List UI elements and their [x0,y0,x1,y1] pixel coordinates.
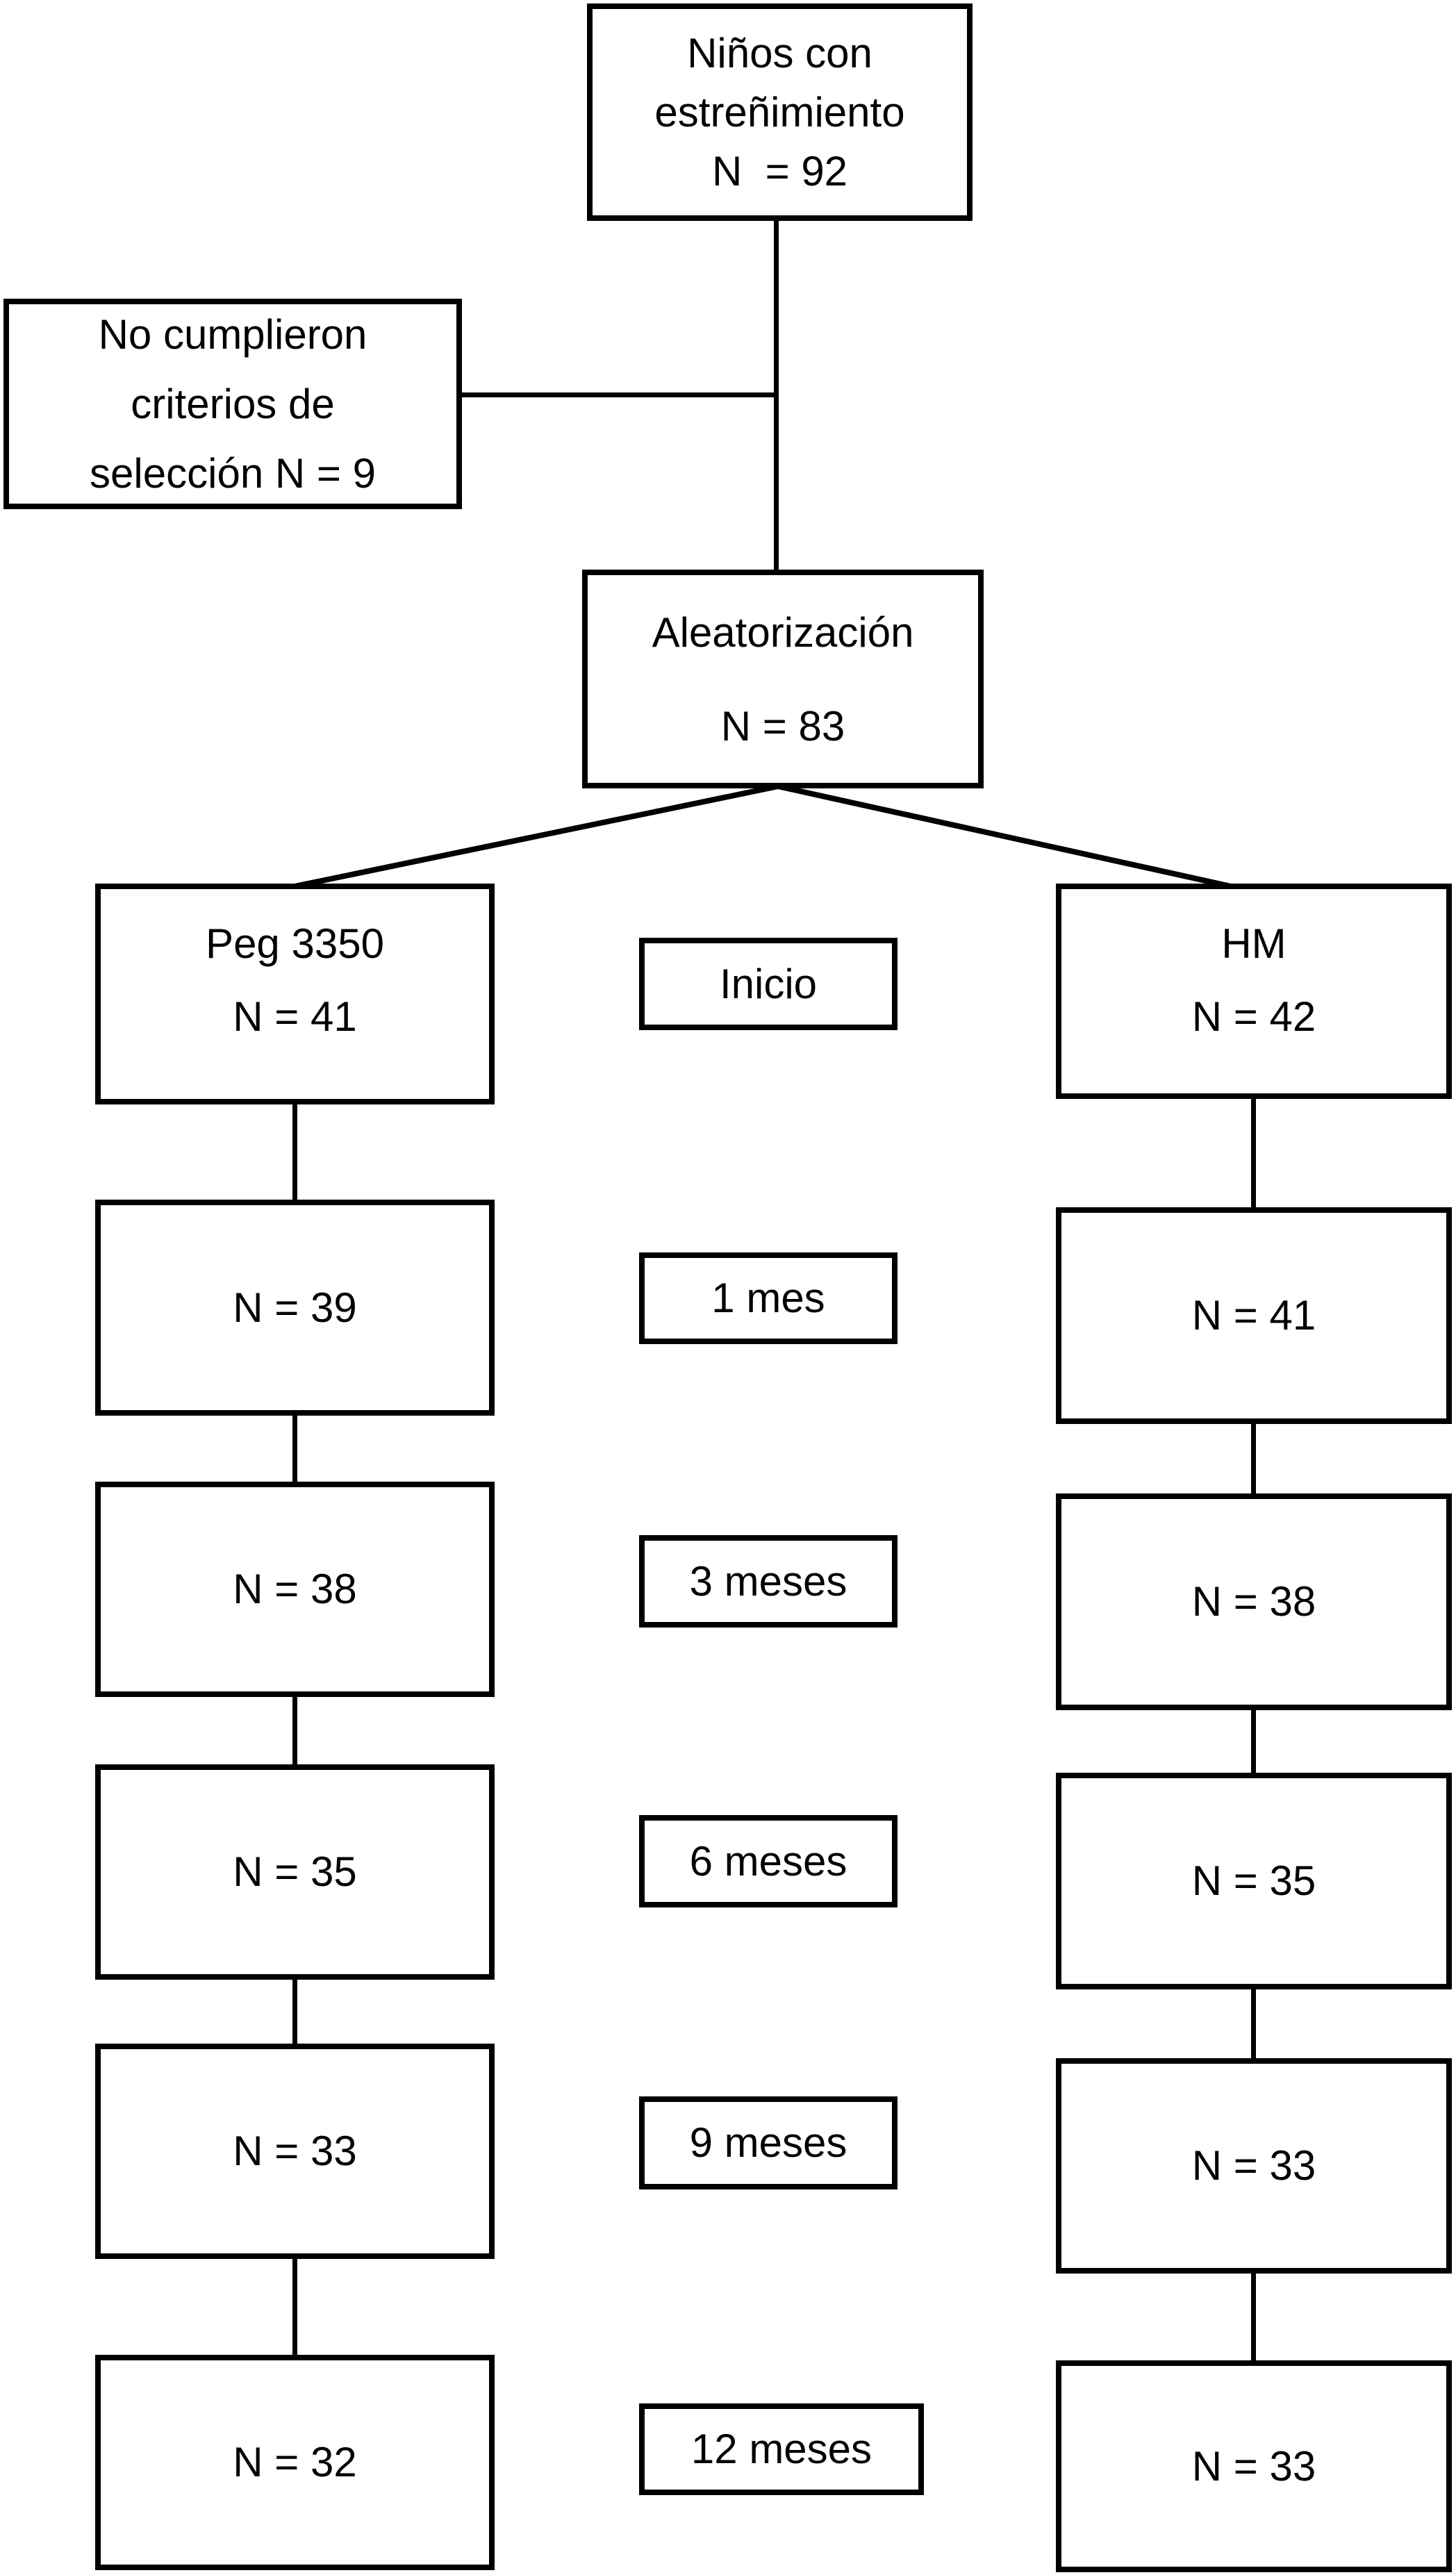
peg-count-6meses: N = 35 [233,1848,357,1895]
box-timepoint-9meses: 9 meses [639,2096,897,2189]
connector-hm-1mes-3meses [1251,1421,1256,1496]
connector-peg-6meses-9meses [292,1977,297,2046]
diagonal-to-hm-arm [777,784,1232,889]
connector-excluded-branch [459,392,777,397]
connector-hm-6meses-9meses [1251,1987,1256,2061]
box-hm-count-12meses: N = 33 [1056,2360,1452,2572]
box-screening: Niños con estreñimiento N = 92 [587,3,973,221]
connector-hm-inicio-1mes [1251,1096,1256,1210]
peg-count-9meses: N = 33 [233,2128,357,2174]
box-hm-count-6meses: N = 35 [1056,1773,1452,1989]
box-excluded: No cumplieron criterios de selección N =… [3,299,462,509]
excluded-line-1: No cumplieron [98,311,367,358]
box-timepoint-12meses: 12 meses [639,2403,924,2495]
excluded-line-2: criterios de [131,380,335,427]
peg-arm-name: Peg 3350 [206,920,384,967]
peg-count-12meses: N = 32 [233,2439,357,2485]
box-peg-count-6meses: N = 35 [95,1764,495,1980]
hm-arm-name: HM [1221,920,1287,967]
box-timepoint-inicio: Inicio [639,938,897,1030]
hm-count-3meses: N = 38 [1191,1578,1316,1625]
box-randomization: Aleatorización N = 83 [582,570,984,788]
hm-count-1mes: N = 41 [1191,1292,1316,1339]
screening-line-1: Niños con [687,30,872,76]
connector-peg-1mes-3meses [292,1414,297,1484]
peg-count-3meses: N = 38 [233,1566,357,1612]
randomization-count: N = 83 [720,702,845,750]
hm-count-9meses: N = 33 [1191,2142,1316,2189]
timepoint-12meses-label: 12 meses [690,2426,872,2472]
hm-arm-count: N = 42 [1191,993,1316,1040]
box-peg-count-1mes: N = 39 [95,1200,495,1416]
box-timepoint-3meses: 3 meses [639,1535,897,1628]
box-hm-count-1mes: N = 41 [1056,1207,1452,1424]
screening-line-2: estreñimiento [654,89,905,135]
box-hm-count-9meses: N = 33 [1056,2058,1452,2274]
timepoint-6meses-label: 6 meses [689,1837,847,1885]
timepoint-inicio-label: Inicio [719,960,818,1007]
connector-hm-9meses-12meses [1251,2271,1256,2363]
connector-peg-inicio-1mes [292,1102,297,1202]
timepoint-3meses-label: 3 meses [689,1557,847,1605]
peg-count-1mes: N = 39 [233,1284,357,1331]
connector-peg-9meses-12meses [292,2256,297,2358]
box-hm-count-3meses: N = 38 [1056,1493,1452,1710]
peg-arm-count: N = 41 [233,993,357,1040]
screening-count: N = 92 [711,148,848,194]
timepoint-1mes-label: 1 mes [711,1275,825,1321]
box-timepoint-6meses: 6 meses [639,1815,897,1907]
box-arm-hm: HM N = 42 [1056,884,1452,1099]
connector-hm-3meses-6meses [1251,1709,1256,1775]
box-peg-count-12meses: N = 32 [95,2355,495,2570]
timepoint-9meses-label: 9 meses [689,2119,847,2166]
excluded-count: selección N = 9 [90,449,376,497]
hm-count-12meses: N = 33 [1191,2442,1316,2490]
box-timepoint-1mes: 1 mes [639,1252,897,1344]
randomization-label: Aleatorización [652,608,914,656]
box-arm-peg3350: Peg 3350 N = 41 [95,884,495,1104]
hm-count-6meses: N = 35 [1191,1857,1316,1904]
box-peg-count-3meses: N = 38 [95,1482,495,1697]
box-peg-count-9meses: N = 33 [95,2044,495,2259]
connector-peg-3meses-6meses [292,1694,297,1767]
diagonal-to-peg-arm [294,784,779,889]
